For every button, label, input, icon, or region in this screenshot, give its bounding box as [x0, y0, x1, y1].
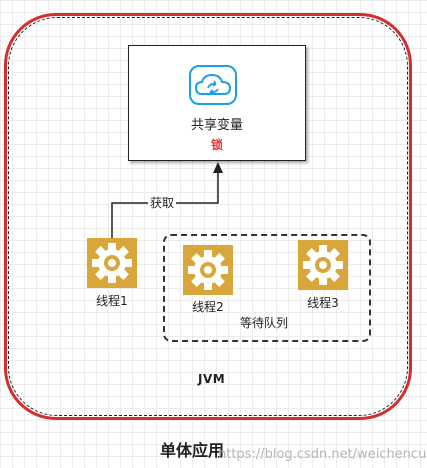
- acquire-label: 获取: [148, 194, 177, 211]
- waiting-queue-box: [163, 234, 371, 342]
- app-boundary: [4, 13, 412, 420]
- thread-1-label: 线程1: [96, 294, 128, 308]
- lock-label: 锁: [210, 138, 223, 152]
- shared-variable-label: 共享变量: [190, 118, 243, 133]
- thread-3-label: 线程3: [307, 296, 339, 310]
- app-boundary-inner: [8, 17, 408, 416]
- gear-icon: [183, 245, 233, 295]
- waiting-queue-label: 等待队列: [240, 316, 289, 330]
- gear-icon: [87, 238, 137, 288]
- gear-icon: [298, 240, 348, 290]
- shared-variable-box: 共享变量 锁: [128, 45, 306, 161]
- thread-2-label: 线程2: [192, 300, 224, 314]
- app-label: 单体应用: [160, 441, 225, 460]
- watermark: https://blog.csdn.net/weichencui: [218, 447, 427, 462]
- jvm-label: JVM: [198, 372, 226, 386]
- cloud-sync-icon: [189, 65, 237, 105]
